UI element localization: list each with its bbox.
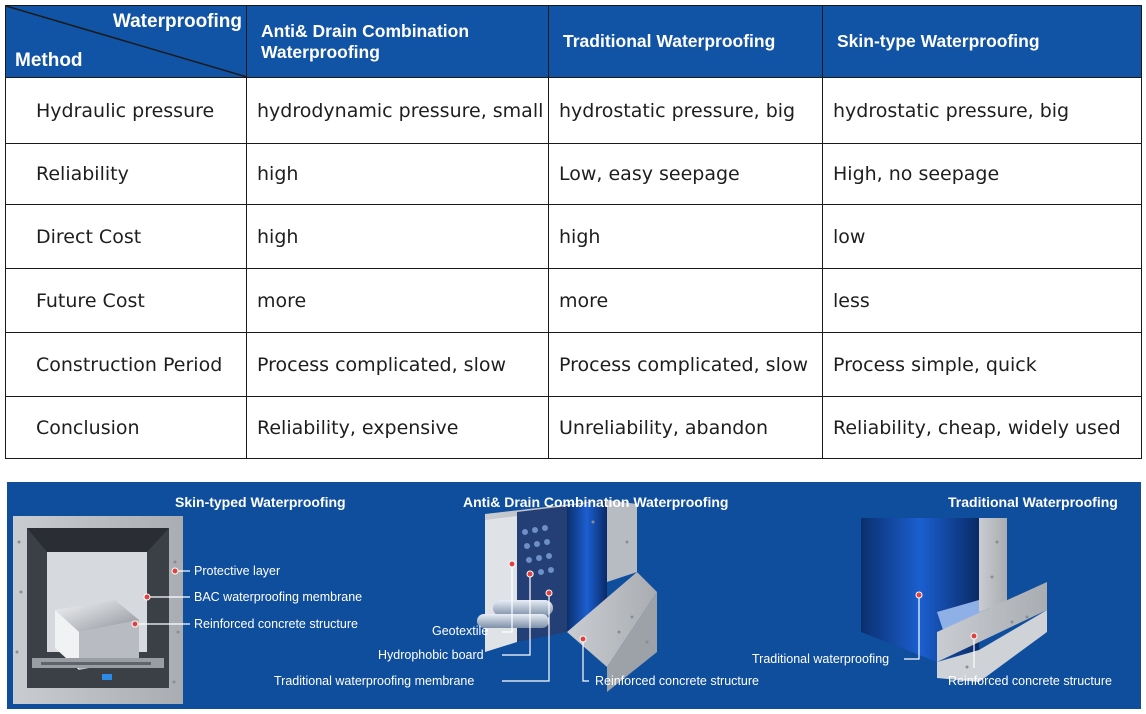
table-cell: hydrostatic pressure, big [548, 77, 823, 144]
row-method-cell: Direct Cost [5, 204, 247, 269]
label-reinforced-concrete-3: Reinforced concrete structure [948, 674, 1112, 688]
traditional-title: Traditional Waterproofing [948, 494, 1118, 510]
table-row: Reliability high Low, easy seepage High,… [5, 143, 1142, 205]
table-cell: high [246, 143, 549, 205]
waterproofing-diagram-panel: Skin-typed Waterproofing Protective laye… [7, 482, 1141, 709]
row-method-cell: Future Cost [5, 268, 247, 333]
table-row: Hydraulic pressure hydrodynamic pressure… [5, 77, 1142, 144]
skin-typed-illustration [13, 516, 183, 704]
table-row: Future Cost more more less [5, 268, 1142, 333]
table-cell: Process complicated, slow [246, 332, 549, 397]
table-cell: hydrostatic pressure, big [822, 77, 1142, 144]
header-anti-drain: Anti& Drain Combination Waterproofing [246, 5, 549, 78]
row-method-cell: Construction Period [5, 332, 247, 397]
table-cell: Unreliability, abandon [548, 396, 823, 459]
leader-lines [135, 564, 975, 682]
table-cell: Reliability, expensive [246, 396, 549, 459]
corner-top-label: Waterproofing [112, 11, 242, 32]
label-traditional-waterproofing: Traditional waterproofing [752, 652, 890, 666]
label-traditional-membrane: Traditional waterproofing membrane [274, 674, 475, 688]
skin-typed-title: Skin-typed Waterproofing [175, 494, 346, 510]
corner-header-cell: Waterproofing Method [5, 5, 247, 78]
header-skin-type: Skin-type Waterproofing [822, 5, 1142, 78]
comparison-table-container: Waterproofing Method Anti& Drain Combina… [5, 5, 1142, 459]
leader-dots [131, 560, 978, 643]
anti-drain-title: Anti& Drain Combination Waterproofing [463, 494, 729, 510]
label-geotextile: Geotextile [432, 624, 489, 638]
table-cell: Low, easy seepage [548, 143, 823, 205]
comparison-table: Waterproofing Method Anti& Drain Combina… [5, 5, 1142, 459]
corner-diagonal [6, 6, 247, 77]
table-cell: High, no seepage [822, 143, 1142, 205]
table-cell: Process simple, quick [822, 332, 1142, 397]
table-cell: more [246, 268, 549, 333]
table-cell: less [822, 268, 1142, 333]
label-reinforced-concrete-2: Reinforced concrete structure [595, 674, 759, 688]
row-method-cell: Hydraulic pressure [5, 77, 247, 144]
anti-drain-illustration [477, 500, 657, 692]
table-cell: hydrodynamic pressure, small [246, 77, 549, 144]
table-cell: Reliability, cheap, widely used [822, 396, 1142, 459]
table-row: Conclusion Reliability, expensive Unreli… [5, 396, 1142, 459]
label-reinforced-concrete-1: Reinforced concrete structure [194, 617, 358, 631]
table-cell: more [548, 268, 823, 333]
row-method-cell: Conclusion [5, 396, 247, 459]
table-cell: low [822, 204, 1142, 269]
label-protective-layer: Protective layer [194, 564, 281, 578]
row-method-cell: Reliability [5, 143, 247, 205]
table-cell: high [246, 204, 549, 269]
table-row: Direct Cost high high low [5, 204, 1142, 269]
label-bac-membrane: BAC waterproofing membrane [194, 590, 363, 604]
label-hydrophobic-board: Hydrophobic board [378, 648, 484, 662]
traditional-illustration [861, 518, 1047, 682]
header-row: Waterproofing Method Anti& Drain Combina… [5, 5, 1142, 78]
corner-bottom-label: Method [15, 50, 83, 71]
table-cell: high [548, 204, 823, 269]
table-cell: Process complicated, slow [548, 332, 823, 397]
table-row: Construction Period Process complicated,… [5, 332, 1142, 397]
header-traditional: Traditional Waterproofing [548, 5, 823, 78]
diagram-artwork [13, 500, 1047, 704]
